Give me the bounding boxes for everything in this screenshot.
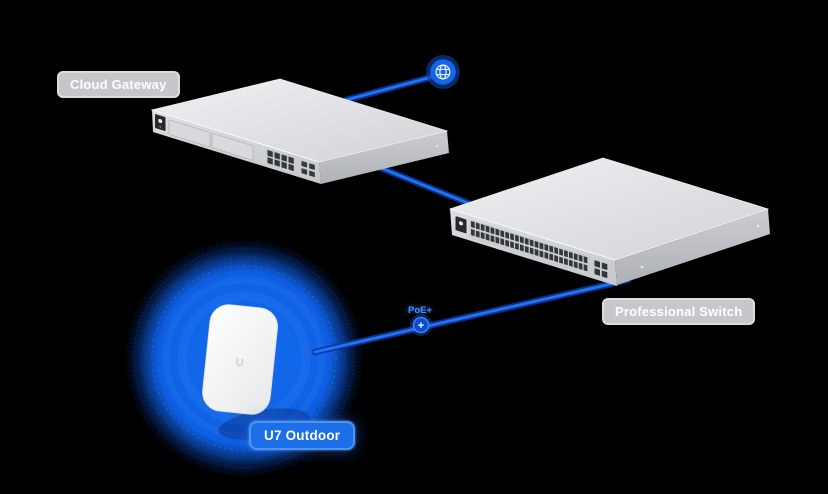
professional-switch-device	[448, 157, 770, 286]
globe-icon	[426, 55, 460, 89]
connection-line-gateway-to-switch	[362, 158, 484, 212]
switch-front-panel	[455, 216, 610, 282]
u7-outdoor-label: U7 Outdoor	[249, 421, 356, 450]
cloud-gateway-device	[150, 78, 449, 184]
poe-plus-symbol: +	[418, 320, 424, 332]
connection-line-internet-to-gateway	[342, 70, 447, 104]
gateway-front-panel	[155, 114, 317, 181]
poe-label: PoE+	[408, 305, 432, 316]
connection-line-switch-to-ap	[311, 276, 632, 356]
cloud-gateway-label: Cloud Gateway	[57, 71, 180, 98]
poe-plus-icon: +	[410, 314, 432, 336]
ubiquiti-logo: U	[235, 357, 244, 370]
professional-switch-label: Professional Switch	[602, 298, 756, 325]
